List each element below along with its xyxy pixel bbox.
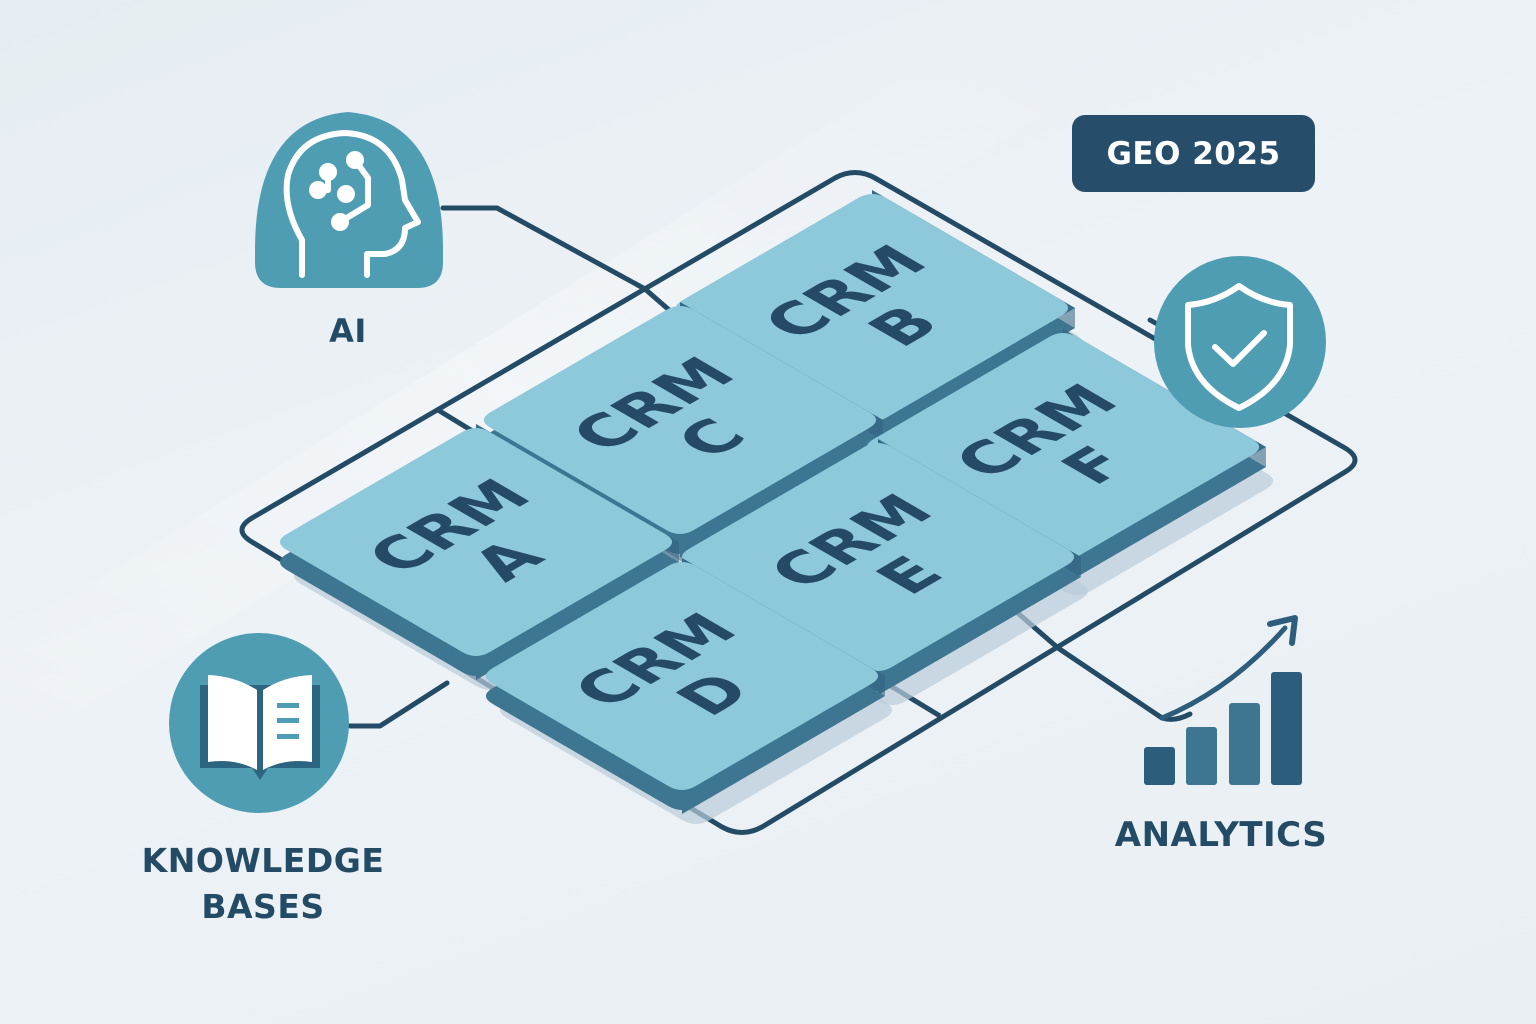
bar-chart-trend-icon: [1144, 615, 1302, 785]
connector-ai: [440, 205, 648, 292]
knowledge-label-line1: KNOWLEDGE: [141, 841, 385, 880]
ai-label: AI: [329, 312, 367, 350]
knowledge-label-line2: BASES: [201, 887, 325, 926]
geo-2025-badge: GEO 2025: [1072, 115, 1315, 192]
platform-outline: [239, 170, 1358, 835]
security-icon-background: [1154, 256, 1326, 428]
analytics-node[interactable]: [1144, 615, 1302, 785]
tile-top: [681, 443, 1075, 671]
shield-check-icon: [1185, 283, 1293, 411]
tile-top: [483, 306, 877, 534]
connector-knowledge: [347, 680, 450, 729]
knowledge-label: KNOWLEDGE BASES: [118, 838, 408, 930]
open-book-icon: [200, 675, 320, 780]
connector-analytics: [1055, 645, 1193, 722]
tile-top: [485, 562, 879, 790]
analytics-label: ANALYTICS: [1114, 815, 1328, 855]
ai-node[interactable]: [255, 112, 443, 288]
knowledge-node[interactable]: [169, 633, 349, 813]
security-node[interactable]: [1154, 256, 1326, 428]
brain-head-icon: [283, 130, 421, 278]
tile-top: [279, 428, 673, 656]
